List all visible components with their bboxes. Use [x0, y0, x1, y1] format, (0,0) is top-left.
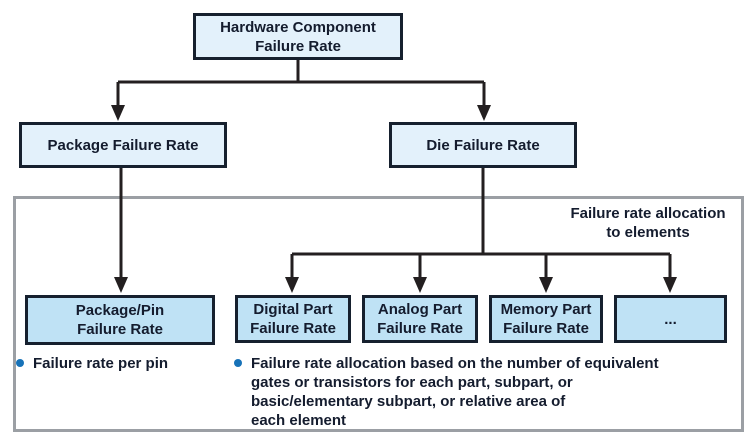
bullet-failure-rate-per-pin: Failure rate per pin [16, 354, 168, 373]
node-memory-part-failure-rate: Memory Part Failure Rate [489, 295, 603, 343]
node-label-line: Failure Rate [503, 320, 589, 337]
node-analog-part-failure-rate: Analog Part Failure Rate [362, 295, 478, 343]
panel-caption-line: Failure rate allocation [570, 205, 726, 222]
panel-caption: Failure rate allocation to elements [552, 204, 744, 242]
node-hardware-component-failure-rate: Hardware Component Failure Rate [193, 13, 403, 60]
arrowhead-icons [111, 105, 677, 293]
node-digital-part-failure-rate: Digital Part Failure Rate [235, 295, 351, 343]
node-label-line: ... [664, 310, 677, 328]
panel-caption-line: to elements [606, 224, 690, 241]
node-label-line: Package/Pin [75, 302, 165, 319]
node-package-failure-rate: Package Failure Rate [19, 122, 227, 168]
bullet-icon [16, 359, 24, 367]
node-label-line: Die Failure Rate [426, 136, 540, 154]
node-other-elements-failure-rate: ... [614, 295, 727, 343]
node-label-line: Failure Rate [250, 320, 336, 337]
node-die-failure-rate: Die Failure Rate [389, 122, 577, 168]
node-label-line: Package Failure Rate [47, 136, 199, 154]
bullet-text-line: Failure rate allocation based on the num… [251, 355, 659, 372]
node-label-line: Digital Part [253, 301, 333, 318]
node-label-line: Analog Part [377, 301, 463, 318]
node-label-line: Failure Rate [377, 320, 463, 337]
node-label-line: Failure Rate [77, 321, 163, 338]
bullet-failure-rate-allocation: Failure rate allocation based on the num… [234, 354, 659, 430]
bullet-text-line: basic/elementary subpart, or relative ar… [251, 393, 566, 410]
node-label-line: Hardware Component [220, 18, 376, 36]
bullet-icon [234, 359, 242, 367]
bullet-text: Failure rate allocation based on the num… [251, 354, 659, 430]
node-label-line: Failure Rate [255, 37, 341, 55]
bullet-text-line: gates or transistors for each part, subp… [251, 374, 573, 391]
bullet-text-line: each element [251, 412, 347, 429]
node-package-pin-failure-rate: Package/Pin Failure Rate [25, 295, 215, 345]
bullet-text: Failure rate per pin [33, 355, 169, 372]
node-label-line: Memory Part [500, 301, 592, 318]
